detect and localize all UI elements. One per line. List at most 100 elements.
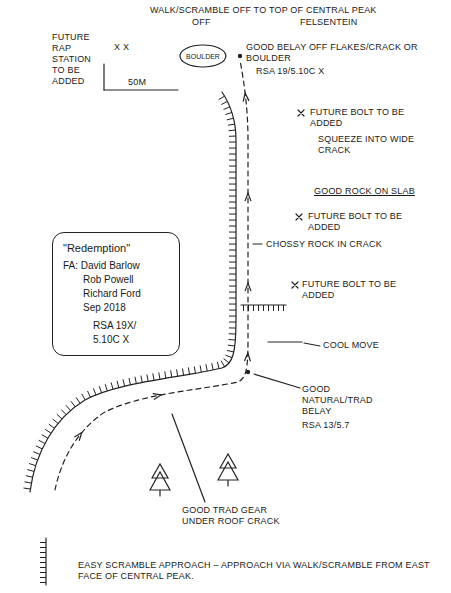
hatch-mark — [123, 379, 125, 386]
hatch-mark — [76, 397, 80, 403]
hatch-mark — [229, 316, 236, 317]
hatch-mark — [253, 305, 254, 311]
hatch-mark — [229, 244, 236, 245]
hatch-mark — [66, 405, 71, 410]
hatch-mark — [40, 582, 46, 583]
hatch-mark — [188, 367, 189, 374]
hatch-mark — [229, 190, 236, 191]
route-note: FUTURE BOLT TO BE ADDED — [310, 107, 420, 129]
hatch-mark — [224, 359, 230, 363]
hatch-mark — [129, 378, 130, 385]
route-note: RSA 19/5.10C X — [256, 66, 324, 77]
hatch-mark — [228, 345, 235, 347]
hatch-mark — [71, 401, 75, 407]
node-text: RSA 19X/ — [63, 319, 169, 333]
hatch-mark — [229, 172, 236, 173]
tree-symbol — [150, 464, 170, 496]
hatch-mark — [258, 305, 259, 311]
hatch-mark — [27, 470, 34, 472]
route-note: SQUEEZE INTO WIDE CRACK — [318, 134, 428, 156]
rap-line — [104, 89, 178, 90]
info-box: "Redemption"FA: David BarlowRob PowellRi… — [52, 232, 180, 356]
route-arrow — [243, 93, 249, 101]
hatch-mark — [229, 256, 236, 257]
hatch-mark — [221, 101, 227, 104]
route-arrow — [245, 193, 251, 201]
leader-line — [172, 414, 205, 502]
hatch-mark — [229, 286, 236, 287]
hatch-mark — [177, 369, 178, 376]
hatch-mark — [49, 424, 55, 428]
hatch-mark — [229, 196, 236, 197]
hatch-mark — [229, 310, 236, 311]
hatch-mark — [45, 429, 51, 433]
hatch-mark — [61, 410, 66, 415]
hatch-mark — [229, 166, 236, 167]
feature-line — [268, 341, 302, 342]
hatch-mark — [229, 202, 236, 203]
hatch-mark — [228, 124, 235, 125]
route-arrow — [153, 394, 161, 400]
hatch-mark — [229, 136, 236, 137]
tree-symbol — [218, 454, 238, 486]
hatch-mark — [194, 366, 195, 373]
hatch-mark — [229, 268, 236, 269]
hatch-mark — [278, 305, 279, 311]
bolt-mark — [292, 282, 298, 288]
hatch-mark — [228, 339, 235, 341]
hatch-mark — [229, 333, 236, 334]
hatch-mark — [229, 298, 236, 299]
hatch-mark — [219, 96, 225, 100]
hatch-mark — [229, 178, 236, 179]
hatch-mark — [226, 355, 233, 357]
hatch-mark — [229, 292, 236, 293]
hatch-mark — [227, 118, 234, 120]
hatch-mark — [135, 377, 136, 384]
leader-line — [253, 243, 262, 244]
route-note: CHOSSY ROCK IN CRACK — [266, 239, 382, 250]
hatch-mark — [229, 184, 236, 185]
hatch-mark — [229, 214, 236, 215]
hatch-mark — [40, 557, 46, 558]
route-note: FELSENTEIN — [300, 17, 358, 28]
hatch-mark — [82, 394, 85, 400]
route-note: X X — [114, 42, 129, 53]
route-note: FUTURE BOLT TO BE ADDED — [302, 279, 422, 301]
hatch-mark — [229, 154, 236, 155]
hatch-mark — [42, 435, 48, 439]
route-arrow — [244, 353, 250, 361]
route-note: COOL MOVE — [323, 340, 379, 351]
hatch-mark — [229, 250, 236, 251]
hatch-mark — [153, 373, 154, 380]
hatch-mark — [227, 350, 234, 351]
hatch-mark — [229, 262, 236, 263]
route-note: OFF — [192, 17, 211, 28]
hatch-mark — [229, 130, 236, 132]
hatch-mark — [57, 414, 62, 419]
node-text: Richard Ford — [63, 287, 169, 301]
hatch-mark — [111, 382, 113, 389]
hatch-mark — [229, 232, 236, 233]
hatch-mark — [23, 488, 30, 489]
hatch-mark — [225, 112, 232, 114]
hatch-mark — [26, 476, 33, 478]
hatch-mark — [40, 577, 46, 578]
route-note: GOOD BELAY OFF FLAKES/CRACK OR BOULDER — [246, 42, 421, 64]
route-note: GOOD NATURAL/TRAD BELAY — [302, 384, 382, 417]
cliff-edge — [30, 92, 236, 492]
hatch-mark — [40, 562, 46, 563]
belay-dot — [246, 370, 250, 374]
hatch-mark — [159, 372, 160, 379]
hatch-mark — [212, 363, 213, 370]
hatch-mark — [263, 305, 264, 311]
hatch-mark — [31, 458, 38, 460]
hatch-mark — [105, 384, 107, 391]
hatch-mark — [117, 381, 119, 388]
hatch-mark — [229, 226, 236, 227]
route-note: FUTURE BOLT TO BE ADDED — [308, 211, 418, 233]
hatch-mark — [40, 552, 46, 553]
hatch-mark — [224, 107, 230, 110]
bolt-mark — [296, 214, 302, 220]
route-note: RSA 13/5.7 — [302, 420, 350, 431]
hatch-mark — [40, 572, 46, 573]
